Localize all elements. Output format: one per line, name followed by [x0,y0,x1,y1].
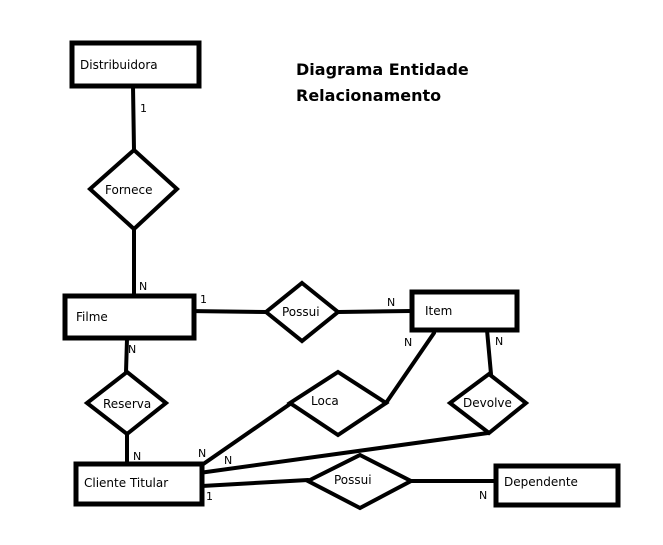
relationship-fornece[interactable]: Fornece [87,147,180,232]
diagram-title: Diagrama Entidade Relacionamento [296,60,469,105]
relationship-possui-filme-item[interactable]: Possui [262,280,342,344]
edge-item-devolve [485,328,493,376]
card-item-devolve: N [495,335,503,348]
relationship-reserva-label: Reserva [103,397,151,411]
relationship-loca-label: Loca [311,394,339,408]
card-dependente-possui: N [479,489,487,502]
relationship-possui-filme-item-label: Possui [282,305,320,319]
entity-cliente-titular-label: Cliente Titular [84,476,168,490]
entity-item-label: Item [425,304,452,318]
relationship-reserva[interactable]: Reserva [83,369,170,437]
card-cliente-loca: N [198,447,206,460]
card-cliente-reserva: N [133,450,141,463]
edge-loca-cliente [197,402,292,469]
card-filme-fornece: N [139,280,147,293]
entity-item[interactable]: Item [409,289,520,333]
diagram-title-line-2: Relacionamento [296,86,441,105]
edge-filme-possui [185,309,268,314]
edge-possui-item [336,309,413,314]
entity-distribuidora-label: Distribuidora [80,58,158,72]
relationship-devolve-label: Devolve [463,396,512,410]
card-distribuidora-fornece: 1 [140,102,147,115]
entity-dependente[interactable]: Dependente [493,463,621,508]
relationship-devolve[interactable]: Devolve [446,371,530,436]
entity-dependente-label: Dependente [504,475,578,489]
edge-item-loca [384,331,436,405]
edge-distribuidora-fornece [131,84,136,152]
edge-cliente-possui [200,478,310,488]
edge-filme-reserva [124,337,129,374]
entity-filme[interactable]: Filme [62,293,197,341]
card-item-possui: N [387,296,395,309]
edges [124,84,498,488]
edge-devolve-cliente [197,431,490,475]
relationship-possui-cliente-dependente[interactable]: Possui [303,452,416,511]
entity-filme-label: Filme [76,310,108,324]
card-cliente-possui: 1 [206,490,213,503]
relationship-loca[interactable]: Loca [286,369,390,438]
card-filme-reserva: N [128,343,136,356]
diagram-title-line-1: Diagrama Entidade [296,60,469,79]
card-filme-possui: 1 [200,293,207,306]
card-cliente-devolve: N [224,454,232,467]
relationship-fornece-label: Fornece [105,183,153,197]
cardinalities: 1 N 1 N N N N N N N 1 N [128,102,503,503]
card-item-loca: N [404,336,412,349]
relationship-possui-cliente-dependente-label: Possui [334,473,372,487]
entity-cliente-titular[interactable]: Cliente Titular [73,461,205,507]
entity-distribuidora[interactable]: Distribuidora [69,40,202,89]
